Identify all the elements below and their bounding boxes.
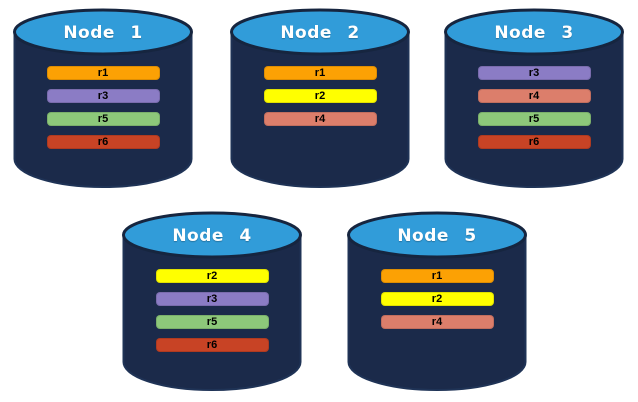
cylinder-top-ellipse — [347, 211, 527, 259]
cylinder-top-ellipse — [13, 8, 193, 56]
node-3-cylinder: Node 3 r3 r4 r5 r6 — [443, 8, 625, 191]
replica-bar-r2: r2 — [263, 89, 377, 103]
replica-list: r1 r2 r4 — [229, 66, 411, 126]
replica-bar-r6: r6 — [46, 135, 160, 149]
replica-bar-r2: r2 — [380, 292, 494, 306]
replica-bar-r3: r3 — [477, 66, 591, 80]
replica-bar-r4: r4 — [380, 315, 494, 329]
node-title: Node 5 — [397, 226, 477, 246]
replica-bar-r5: r5 — [155, 315, 269, 329]
replica-bar-r2: r2 — [155, 269, 269, 283]
replica-list: r1 r2 r4 — [346, 269, 528, 329]
cylinder-top-ellipse — [122, 211, 302, 259]
replica-bar-r1: r1 — [263, 66, 377, 80]
node-title: Node 1 — [63, 23, 143, 43]
node-2-cylinder: Node 2 r1 r2 r4 — [229, 8, 411, 191]
node-title: Node 2 — [280, 23, 360, 43]
replica-list: r1 r3 r5 r6 — [12, 66, 194, 149]
replica-bar-r1: r1 — [380, 269, 494, 283]
replica-bar-r6: r6 — [477, 135, 591, 149]
replica-list: r2 r3 r5 r6 — [121, 269, 303, 352]
replica-bar-r5: r5 — [46, 112, 160, 126]
node-4-cylinder: Node 4 r2 r3 r5 r6 — [121, 211, 303, 394]
node-1-cylinder: Node 1 r1 r3 r5 r6 — [12, 8, 194, 191]
replica-list: r3 r4 r5 r6 — [443, 66, 625, 149]
replica-bar-r3: r3 — [46, 89, 160, 103]
replica-bar-r4: r4 — [477, 89, 591, 103]
replica-bar-r6: r6 — [155, 338, 269, 352]
node-5-cylinder: Node 5 r1 r2 r4 — [346, 211, 528, 394]
replica-bar-r3: r3 — [155, 292, 269, 306]
replica-bar-r5: r5 — [477, 112, 591, 126]
replica-bar-r4: r4 — [263, 112, 377, 126]
cylinder-top-ellipse — [444, 8, 624, 56]
cylinder-top-ellipse — [230, 8, 410, 56]
replica-bar-r1: r1 — [46, 66, 160, 80]
node-title: Node 3 — [494, 23, 574, 43]
node-title: Node 4 — [172, 226, 252, 246]
